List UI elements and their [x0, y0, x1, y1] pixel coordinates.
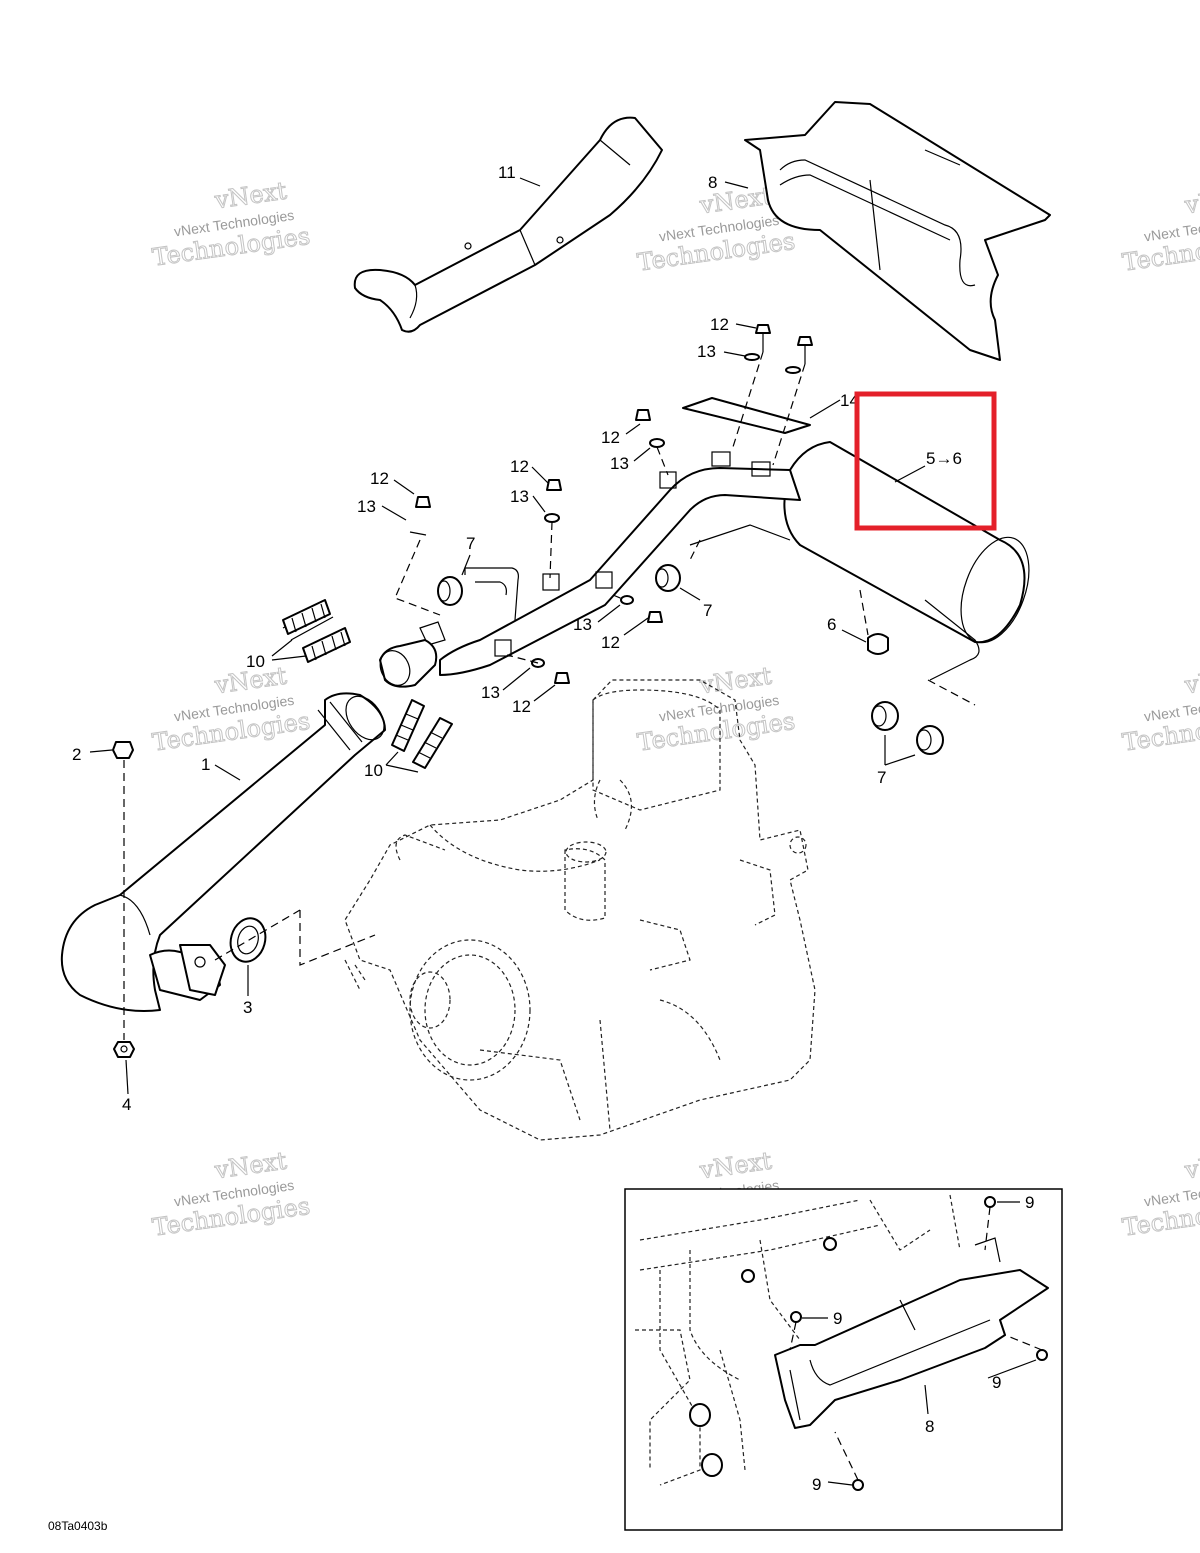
- callout-13-d: 13: [357, 497, 376, 516]
- part-2-bolt[interactable]: [112, 741, 134, 759]
- spring-10a[interactable]: [282, 599, 334, 641]
- washer-13c[interactable]: [544, 513, 560, 523]
- callout-13-f: 13: [481, 683, 500, 702]
- inset-grommets[interactable]: [689, 1237, 837, 1477]
- callout-12-e: 12: [601, 633, 620, 652]
- callout-6: 6: [827, 615, 836, 634]
- callout-5-to-6: 5→6: [926, 449, 962, 468]
- part-14-bracket[interactable]: [682, 397, 811, 434]
- watermark-9: vNext vNext Technologies Technologies: [1120, 1146, 1200, 1242]
- mid-exhaust-pipe[interactable]: [375, 451, 980, 690]
- washer-13a2[interactable]: [785, 366, 801, 374]
- washer-13d[interactable]: [409, 531, 427, 536]
- grommet-a[interactable]: [437, 576, 463, 606]
- inset-frame-ghost: [635, 1194, 961, 1486]
- fasteners[interactable]: [409, 324, 813, 684]
- washer-13b[interactable]: [649, 438, 665, 448]
- callout-12-a: 12: [710, 315, 729, 334]
- reference-code: 08Ta0403b: [48, 1519, 108, 1533]
- bolt-12a2[interactable]: [797, 336, 813, 364]
- callout-12-f: 12: [512, 697, 531, 716]
- callout-9-c: 9: [992, 1373, 1001, 1392]
- callout-7-c: 7: [877, 768, 886, 787]
- callout-14: 14: [840, 391, 859, 410]
- callout-8-top: 8: [708, 173, 717, 192]
- callout-12-c: 12: [510, 457, 529, 476]
- watermark-text-vnext: vNext: [1182, 182, 1200, 220]
- part-4-nut[interactable]: [113, 1041, 135, 1058]
- callout-13-e: 13: [573, 615, 592, 634]
- callout-12-d: 12: [370, 469, 389, 488]
- washer-13e[interactable]: [620, 595, 634, 605]
- part-1-exhaust-pipe[interactable]: [60, 689, 392, 1012]
- watermark-text-vnext: vNext: [1182, 1147, 1200, 1185]
- callout-1: 1: [201, 755, 210, 774]
- callout-7-a: 7: [466, 534, 475, 553]
- watermark-4: vNext vNext Technologies Technologies: [150, 661, 312, 757]
- callout-13-b: 13: [610, 454, 629, 473]
- bolt-12a[interactable]: [755, 324, 771, 352]
- watermark-7: vNext vNext Technologies Technologies: [150, 1146, 312, 1242]
- callout-10-a: 10: [246, 652, 265, 671]
- watermark-1: vNext vNext Technologies Technologies: [150, 176, 312, 272]
- spring-10c[interactable]: [391, 699, 425, 752]
- watermarks: vNext vNext Technologies Technologies vN…: [150, 176, 1200, 1242]
- part-11-heat-shield[interactable]: [353, 116, 663, 333]
- inset-detail[interactable]: 9 9 9 8 9: [624, 1188, 1063, 1531]
- bolt-12f[interactable]: [554, 672, 570, 684]
- watermark-2: vNext vNext Technologies Technologies: [635, 181, 797, 277]
- springs[interactable]: [282, 599, 453, 769]
- callout-9-b: 9: [833, 1309, 842, 1328]
- engine-ghost: [344, 679, 816, 1141]
- callout-7-b: 7: [703, 601, 712, 620]
- callout-8-inset: 8: [925, 1417, 934, 1436]
- grommets[interactable]: [437, 564, 944, 755]
- washer-13a[interactable]: [744, 353, 760, 361]
- grommet-b[interactable]: [655, 564, 681, 592]
- callout-leaders: [89, 177, 926, 1095]
- bolt-12c[interactable]: [546, 479, 562, 491]
- grommet-c[interactable]: [871, 701, 899, 731]
- muffler[interactable]: [783, 441, 1042, 652]
- bolt-12d[interactable]: [415, 496, 431, 508]
- callouts-main: 11 8 12 13 14 5→6 12 13 12 13 12 13 7 7 …: [72, 163, 962, 1114]
- part-8-heat-shield[interactable]: [744, 101, 1051, 361]
- callout-13-c: 13: [510, 487, 529, 506]
- spring-10b[interactable]: [302, 627, 351, 663]
- watermark-text-vnext: vNext: [1182, 662, 1200, 700]
- grommet-d[interactable]: [916, 725, 944, 755]
- callout-11: 11: [498, 163, 516, 182]
- watermark-3: vNext vNext Technologies Technologies: [1120, 181, 1200, 277]
- inset-leaders: [789, 1201, 1043, 1486]
- callout-10-b: 10: [364, 761, 383, 780]
- highlight-box: [854, 391, 997, 531]
- callout-12-b: 12: [601, 428, 620, 447]
- watermark-5: vNext vNext Technologies Technologies: [635, 661, 797, 757]
- callout-9-d: 9: [812, 1475, 821, 1494]
- bolt-12b[interactable]: [635, 409, 651, 421]
- bolt-12e[interactable]: [647, 611, 663, 623]
- callout-9-a: 9: [1025, 1193, 1034, 1212]
- callout-13-a: 13: [697, 342, 716, 361]
- callout-2: 2: [72, 745, 81, 764]
- spring-10d[interactable]: [412, 717, 453, 769]
- part-6-cap[interactable]: [867, 633, 889, 655]
- watermark-6: vNext vNext Technologies Technologies: [1120, 661, 1200, 757]
- part-3-gasket[interactable]: [226, 914, 270, 965]
- callout-4: 4: [122, 1095, 131, 1114]
- callout-3: 3: [243, 998, 252, 1017]
- assembly-lines: [123, 351, 976, 1040]
